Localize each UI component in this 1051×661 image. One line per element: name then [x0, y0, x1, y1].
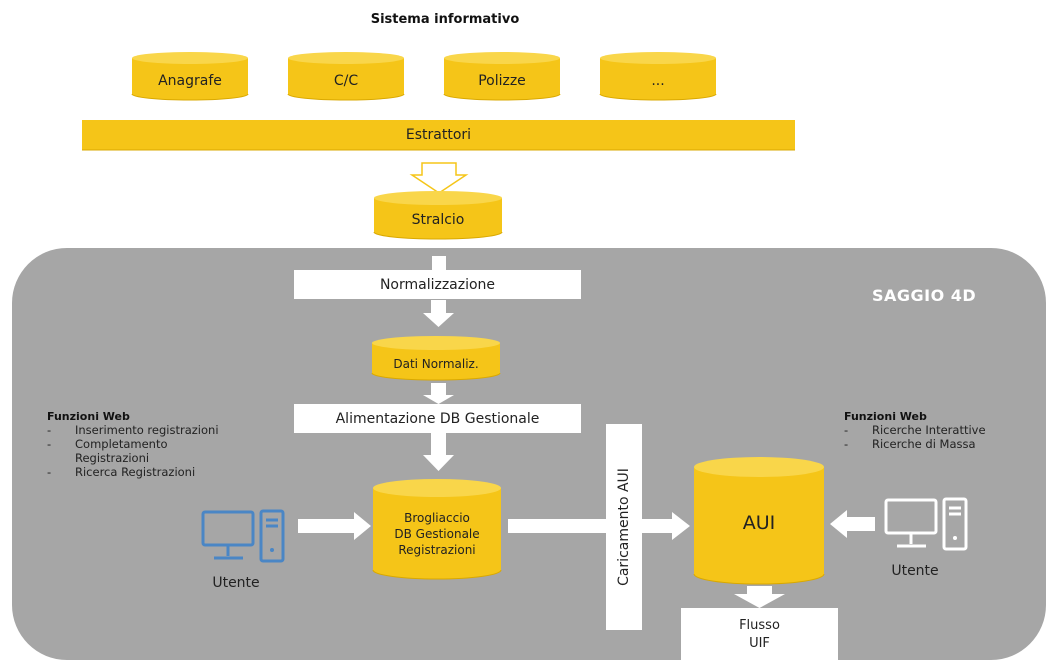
left-function-item: Completamento Registrazioni — [47, 437, 225, 465]
source-label-cc: C/C — [333, 73, 359, 89]
user-label-right: Utente — [891, 563, 939, 579]
db-gestionale-line-3: Registrazioni — [398, 543, 476, 557]
db-gestionale-cylinder — [372, 479, 502, 580]
source-label-polizze: Polizze — [478, 73, 526, 89]
computer-icon-left — [201, 509, 285, 563]
arrow-down-2 — [423, 383, 454, 404]
feeding-box: Alimentazione DB Gestionale — [294, 404, 581, 433]
left-function-item: Ricerca Registrazioni — [47, 465, 287, 479]
arrow-aui-to-flusso — [734, 586, 785, 608]
right-function-item: Ricerche Interattive — [844, 423, 1044, 437]
source-label-more: ... — [651, 73, 665, 89]
arrow-user-to-aui — [830, 510, 875, 538]
db-gestionale-line-2: DB Gestionale — [394, 527, 480, 541]
extractors-bar — [82, 120, 795, 150]
db-gestionale-line-1: Brogliaccio — [404, 511, 470, 525]
right-function-item: Ricerche di Massa — [844, 437, 1044, 451]
source-cylinder-polizze — [443, 52, 561, 101]
db-gestionale-label: Brogliaccio DB Gestionale Registrazioni — [373, 506, 501, 562]
loading-box: Caricamento AUI — [606, 424, 642, 630]
left-functions-title: Funzioni Web — [47, 410, 130, 423]
source-cylinder-more — [599, 52, 717, 101]
right-functions-list: Ricerche Interattive Ricerche di Massa — [844, 423, 1044, 451]
arrow-down-1 — [423, 300, 454, 327]
left-function-item: Inserimento registrazioni — [47, 423, 287, 437]
stralcio-cylinder — [373, 191, 503, 240]
source-label-anagrafe: Anagrafe — [158, 73, 222, 89]
stralcio-label: Stralcio — [411, 212, 465, 228]
source-cylinder-cc — [287, 52, 405, 101]
hollow-down-arrow — [409, 162, 469, 194]
system-name: SAGGIO 4D — [872, 286, 977, 305]
right-functions-panel: Funzioni Web Ricerche Interattive Ricerc… — [844, 410, 1044, 451]
flusso-line-1: Flusso — [739, 617, 780, 633]
aui-label: AUI — [742, 512, 776, 534]
computer-icon-right — [884, 497, 968, 551]
flusso-line-2: UIF — [749, 635, 770, 651]
flusso-uif-box: Flusso UIF — [681, 608, 838, 661]
left-functions-list: Inserimento registrazioni Completamento … — [47, 423, 287, 479]
normalized-data-label: Dati Normaliz. — [393, 357, 479, 371]
extractors-label: Estrattori — [405, 127, 472, 143]
diagram-title: Sistema informativo — [370, 12, 520, 27]
user-label-left: Utente — [212, 575, 260, 591]
source-cylinder-anagrafe — [131, 52, 249, 101]
arrow-down-3 — [423, 433, 454, 471]
dati-normaliz-cylinder — [371, 336, 501, 381]
aui-cylinder — [693, 457, 825, 585]
loading-label: Caricamento AUI — [616, 468, 632, 586]
arrow-loading-to-aui — [642, 512, 690, 540]
right-functions-title: Funzioni Web — [844, 410, 927, 423]
left-functions-panel: Funzioni Web Inserimento registrazioni C… — [47, 410, 287, 479]
arrow-user-to-db — [298, 512, 371, 540]
normalization-box: Normalizzazione — [294, 270, 581, 299]
connector-db-to-loading — [508, 519, 606, 533]
